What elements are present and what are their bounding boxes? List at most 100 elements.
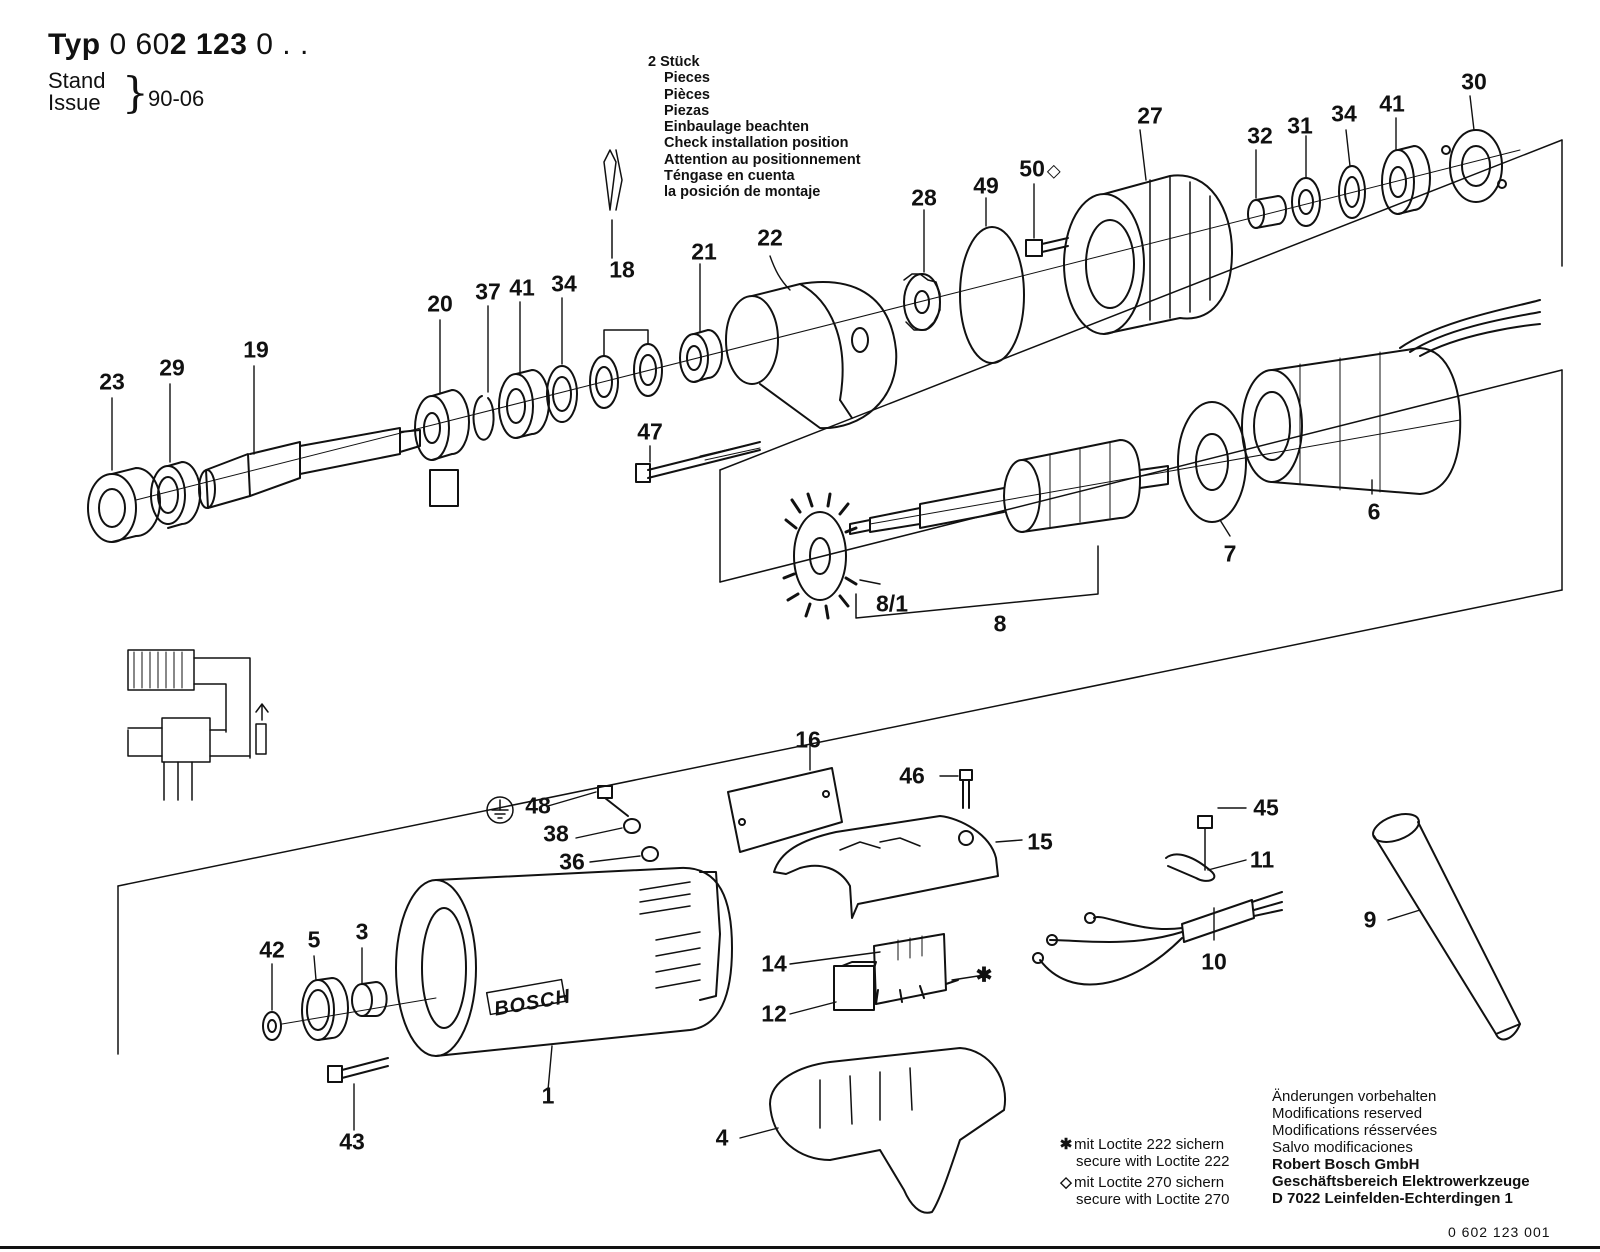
legend-diamond-line2: secure with Loctite 270 — [1076, 1191, 1230, 1208]
stand-issue-labels: Stand Issue — [48, 70, 106, 114]
part-label: 43 — [339, 1128, 365, 1155]
installation-note-line: Attention au positionnement — [664, 151, 861, 168]
part-label: 45 — [1253, 794, 1279, 821]
part-1-motor-housing — [395, 866, 733, 1057]
installation-note: 2 Stück Pieces Pièces Piezas Einbaulage … — [648, 54, 861, 201]
part-label: 48 — [525, 792, 551, 819]
part-label: 28 — [911, 184, 937, 211]
company-line: Geschäftsbereich Elektrowerkzeuge — [1272, 1173, 1530, 1190]
installation-note-line: la posición de montaje — [664, 184, 821, 201]
part-label: 49 — [973, 172, 999, 199]
bottom-rule — [0, 1246, 1600, 1249]
part-18-disc-springs — [589, 149, 663, 409]
modifications-block: Änderungen vorbehalten Modifications res… — [1272, 1088, 1530, 1207]
part-10-cable — [1032, 891, 1283, 986]
part-label: 19 — [243, 336, 269, 363]
part-label: 41 — [509, 274, 535, 301]
part-label: 1 — [541, 1082, 555, 1109]
leader-lines — [111, 95, 1475, 1139]
part-38-washer — [623, 818, 641, 834]
part-19-spindle — [198, 427, 421, 509]
diamond-symbol: ◇ — [1060, 1174, 1072, 1191]
part-21-nut — [679, 329, 723, 383]
part-label: 34 — [551, 270, 577, 297]
installation-note-line: Pièces — [664, 86, 710, 103]
type-header: Typ 0 602 123 0 . . — [48, 28, 309, 62]
part-29-ring — [150, 461, 202, 529]
typ-label: Typ — [48, 28, 101, 61]
installation-note-count: 2 Stück — [648, 54, 700, 70]
part-label: 12 — [761, 1000, 787, 1027]
part-28-pinion — [903, 273, 941, 331]
part-45-screw — [1197, 815, 1213, 871]
company-line: D 7022 Leinfelden-Echterdingen 1 — [1272, 1190, 1513, 1207]
legend-star-line2: secure with Loctite 222 — [1076, 1153, 1230, 1170]
part-49-o-ring — [959, 226, 1025, 364]
part-label: 32 — [1247, 122, 1273, 149]
part-label: 29 — [159, 354, 185, 381]
part-label: 36 — [559, 848, 585, 875]
part-label: 9 — [1363, 906, 1377, 933]
part-22-gear-housing — [725, 281, 898, 430]
part-label-with-diamond: 50◇ — [1019, 155, 1061, 183]
part-5-ring — [301, 977, 349, 1041]
part-label: 22 — [757, 224, 783, 251]
part-8-armature — [849, 439, 1169, 619]
star-symbol: ✱ — [1059, 1136, 1073, 1153]
part-label: 47 — [637, 418, 663, 445]
assembly-frame-motor — [117, 369, 1563, 1055]
part-50-screw — [1025, 237, 1069, 257]
document-number: 0 602 123 001 — [1448, 1224, 1551, 1240]
part-47-bolt — [635, 441, 761, 483]
part-label: 30 — [1461, 68, 1487, 95]
part-20-bearing — [414, 389, 470, 507]
ground-symbol — [486, 796, 514, 824]
part-number: 50 — [1019, 155, 1045, 182]
part-label: 38 — [543, 820, 569, 847]
modifications-line: Modifications résservées — [1272, 1122, 1438, 1139]
part-label: 5 — [307, 926, 321, 953]
part-label: 4 — [715, 1124, 729, 1151]
part-36-washer — [641, 846, 659, 862]
part-37-circlip — [472, 395, 495, 441]
part-48-screw — [597, 785, 629, 817]
company-line: Robert Bosch GmbH — [1272, 1156, 1420, 1173]
part-label: 8/1 — [876, 590, 908, 617]
installation-note-line: Piezas — [664, 102, 710, 119]
part-label: 27 — [1137, 102, 1163, 129]
part-label: 11 — [1249, 846, 1275, 873]
part-label: 16 — [795, 726, 821, 753]
part-label: 10 — [1201, 948, 1227, 975]
installation-note-line: Pieces — [664, 70, 710, 87]
assembly-frame-upper — [719, 139, 1563, 583]
legend-star-line1: mit Loctite 222 sichern — [1074, 1136, 1225, 1153]
part-46-screw — [959, 769, 973, 809]
installation-note-line: Einbaulage beachten — [664, 119, 810, 136]
circuit-schematic — [127, 649, 269, 801]
typ-number-light: 0 60 — [109, 28, 170, 61]
issue-brace: } — [122, 68, 149, 117]
part-30-bearing-cap — [1441, 129, 1507, 203]
part-43-screw — [327, 1057, 389, 1083]
part-6-stator — [1241, 299, 1541, 495]
part-12-terminal — [833, 961, 877, 1011]
modifications-line: Salvo modificaciones — [1272, 1139, 1413, 1156]
part-label: 23 — [99, 368, 125, 395]
part-41-bearing-rear — [1381, 145, 1431, 215]
axis-lines — [135, 149, 1521, 1025]
part-label: 7 — [1223, 540, 1237, 567]
installation-note-line: Check installation position — [664, 135, 849, 152]
issue-value: 90-06 — [148, 86, 205, 111]
part-9-cable-sleeve — [1372, 813, 1521, 1041]
loctite-222-marker: ✱ — [975, 964, 993, 987]
modifications-line: Modifications reserved — [1272, 1105, 1423, 1122]
loctite-270-marker: ◇ — [1046, 160, 1061, 181]
part-7-baffle-disc — [1177, 401, 1247, 523]
part-label: 46 — [899, 762, 925, 789]
legend-diamond-line1: mit Loctite 270 sichern — [1074, 1174, 1225, 1191]
part-label: 31 — [1287, 112, 1313, 139]
part-8-1-fan — [782, 492, 858, 620]
part-16-nameplate — [727, 767, 843, 853]
